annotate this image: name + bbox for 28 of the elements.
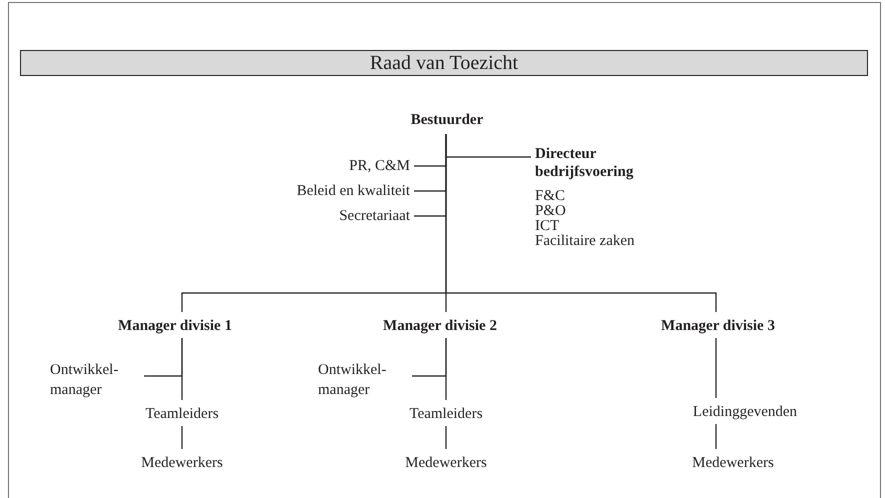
staff-label: Secretariaat [339,206,410,226]
director-title: Directeur bedrijfsvoering [535,145,634,181]
role-label: Medewerkers [692,453,774,473]
role-label: Teamleiders [409,404,483,424]
staff-label: Beleid en kwaliteit [296,181,410,201]
role-label: Teamleiders [145,404,219,424]
connector-line [715,338,717,398]
unit-label: Facilitaire zaken [535,234,636,249]
role-label: Bestuurder [410,110,484,130]
connector-line [445,426,447,449]
role-label: Manager divisie 2 [383,316,497,336]
role-label: Manager divisie 3 [661,316,775,336]
connector-line [181,426,183,449]
staff-label: PR, C&M [349,156,410,176]
connector-line [181,338,183,400]
role-label: Manager divisie 1 [118,316,232,336]
role-label: Medewerkers [405,453,487,473]
board-banner: Raad van Toezicht [20,50,868,76]
role-label: Medewerkers [141,453,223,473]
role-label: Leidinggevenden [692,402,798,422]
unit-label: ICT [535,219,560,234]
role-label: Ontwikkel-manager [50,360,140,400]
connector-line [715,424,717,449]
role-label: Ontwikkel-manager [318,360,408,400]
connector-line [445,134,717,312]
unit-label: P&O [535,204,567,219]
connector-line [445,338,447,400]
unit-label: F&C [535,189,566,204]
